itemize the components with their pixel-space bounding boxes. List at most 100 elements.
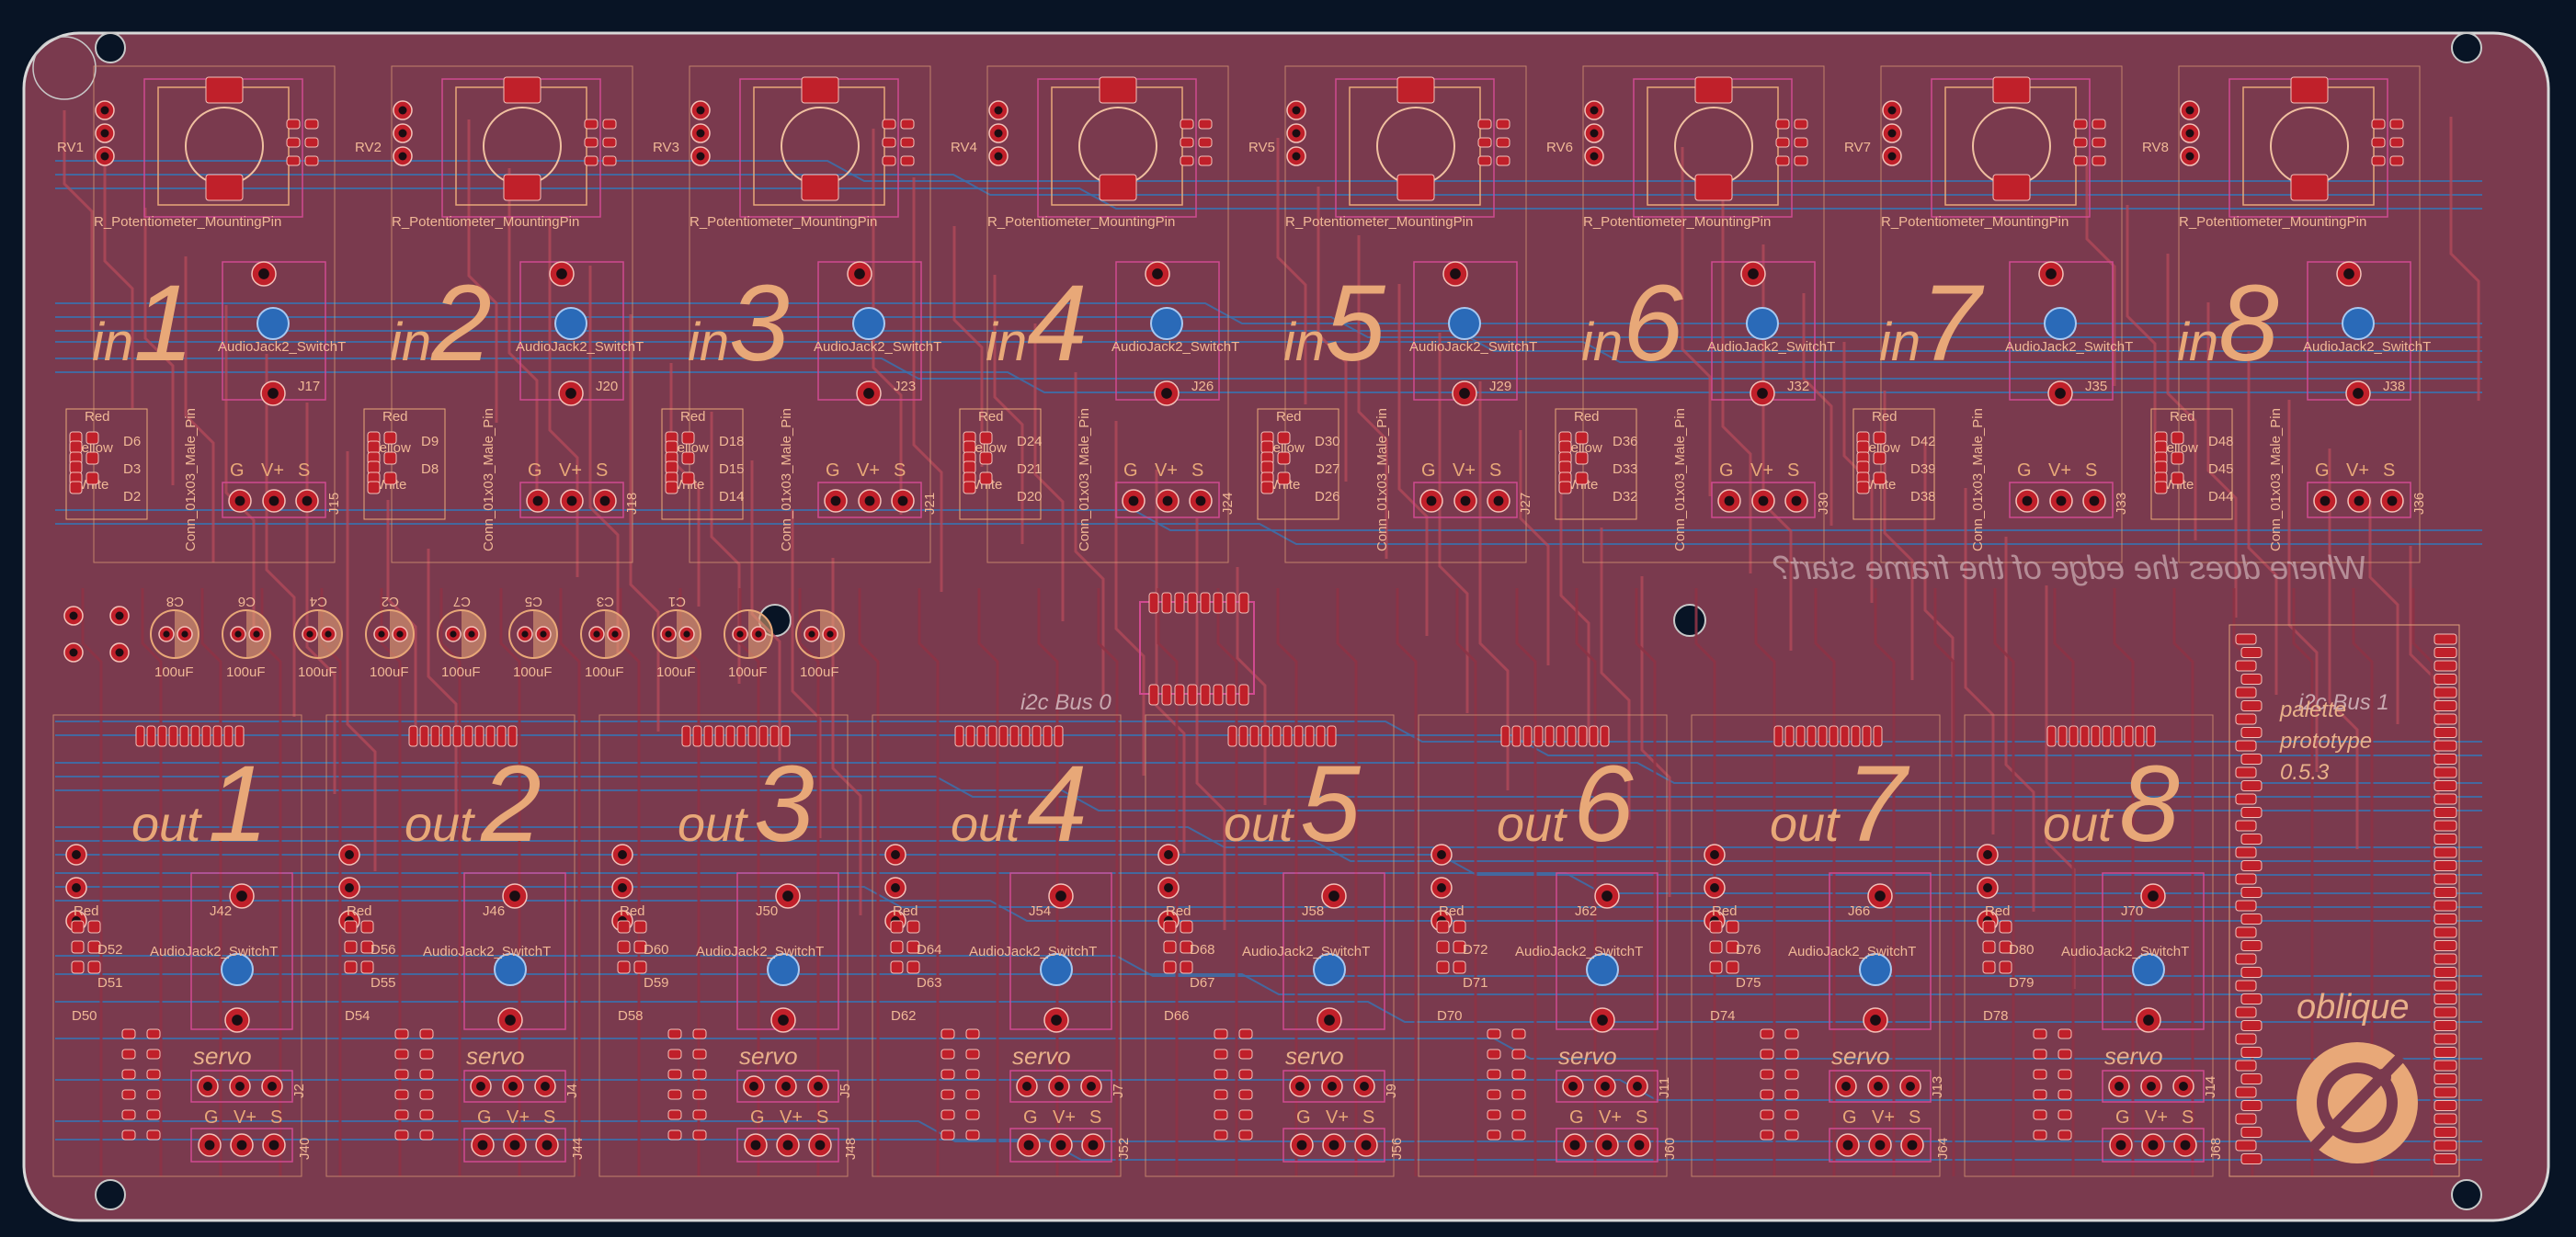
header-pin-vplus[interactable]: [1868, 1133, 1892, 1157]
header-pin-s[interactable]: [1627, 1133, 1651, 1157]
smd-pad[interactable]: [584, 137, 598, 148]
ic-pin[interactable]: [1271, 725, 1282, 747]
audio-jack[interactable]: [222, 261, 326, 406]
smd-pad[interactable]: [2371, 119, 2386, 130]
led-pad[interactable]: [1999, 920, 2012, 934]
ic-pin[interactable]: [1511, 725, 1522, 747]
servo-pin-2[interactable]: [229, 1075, 251, 1097]
smd-pad[interactable]: [394, 1028, 409, 1039]
header-pin[interactable]: [2240, 754, 2263, 765]
ic-pin[interactable]: [1187, 684, 1198, 706]
led-pad[interactable]: [1873, 431, 1886, 445]
jack-pin-tip[interactable]: [847, 261, 872, 287]
ic-pin[interactable]: [1556, 725, 1566, 747]
audio-jack[interactable]: [736, 872, 839, 1033]
smd-pad[interactable]: [146, 1028, 161, 1039]
pot-mount-pad-bottom[interactable]: [205, 174, 244, 201]
pot-mount-pad-bottom[interactable]: [1694, 174, 1733, 201]
header-pin-s[interactable]: [808, 1133, 832, 1157]
led-pad[interactable]: [979, 451, 993, 465]
led-pad[interactable]: [1436, 920, 1450, 934]
header-pin-s[interactable]: [295, 489, 319, 513]
led-indicator-block[interactable]: RedYellowWhiteD30D27D26: [1257, 408, 1340, 520]
smd-pad[interactable]: [1487, 1028, 1501, 1039]
smd-pad[interactable]: [304, 155, 319, 166]
led-pad[interactable]: [360, 960, 374, 974]
electrolytic-capacitor[interactable]: 100uF: [724, 609, 773, 680]
smd-pad[interactable]: [121, 1069, 136, 1080]
cap-pin-pos[interactable]: [660, 626, 677, 642]
pot-pin-3[interactable]: [95, 146, 115, 166]
smd-pad[interactable]: [121, 1089, 136, 1100]
cap-pin-neg[interactable]: [248, 626, 265, 642]
header-pin-s[interactable]: [1081, 1133, 1105, 1157]
smd-pad[interactable]: [2057, 1069, 2072, 1080]
header-pin[interactable]: [2434, 793, 2457, 805]
smd-pad[interactable]: [1760, 1069, 1774, 1080]
smd-pad[interactable]: [1238, 1109, 1253, 1120]
led-pad[interactable]: [681, 471, 695, 485]
led-pad[interactable]: [1180, 940, 1193, 954]
led-pad[interactable]: [2171, 471, 2184, 485]
jack-pin-sleeve[interactable]: [856, 380, 882, 406]
header-pin-vplus[interactable]: [1156, 489, 1180, 513]
smd-pad[interactable]: [1775, 119, 1790, 130]
power-pin[interactable]: [63, 606, 84, 626]
led-pad[interactable]: [1277, 451, 1291, 465]
header-pin[interactable]: [2240, 1100, 2263, 1111]
ic-pin[interactable]: [408, 725, 418, 747]
smd-pad[interactable]: [1511, 1028, 1526, 1039]
smd-pad[interactable]: [882, 137, 896, 148]
smd-pad[interactable]: [1511, 1089, 1526, 1100]
smd-pad[interactable]: [1238, 1028, 1253, 1039]
cap-pin-pos[interactable]: [588, 626, 605, 642]
smd-pad[interactable]: [2371, 137, 2386, 148]
pot-pin-2[interactable]: [1584, 123, 1604, 143]
ic-pin[interactable]: [430, 725, 440, 747]
smd-pad[interactable]: [900, 119, 915, 130]
led-pad[interactable]: [1260, 440, 1274, 454]
ic-pin[interactable]: [190, 725, 200, 747]
smd-pad[interactable]: [1180, 137, 1194, 148]
servo-pin-1[interactable]: [1016, 1075, 1038, 1097]
servo-pin-1[interactable]: [1835, 1075, 1857, 1097]
header-pin-vplus[interactable]: [2049, 489, 2073, 513]
jack-pin-tip[interactable]: [1867, 883, 1893, 909]
header-pin[interactable]: [2434, 980, 2457, 992]
header-pin[interactable]: [2434, 1127, 2457, 1138]
strip-pin[interactable]: [1157, 844, 1180, 866]
smd-pad[interactable]: [1214, 1129, 1228, 1141]
jack-pin-sleeve[interactable]: [1154, 380, 1180, 406]
smd-pad[interactable]: [394, 1109, 409, 1120]
pot-pin-1[interactable]: [1584, 100, 1604, 120]
strip-pin[interactable]: [65, 877, 87, 899]
smd-pad[interactable]: [667, 1129, 682, 1141]
audio-jack[interactable]: [1413, 261, 1518, 406]
smd-pad[interactable]: [1487, 1069, 1501, 1080]
led-pad[interactable]: [1999, 960, 2012, 974]
led-pad[interactable]: [979, 431, 993, 445]
pot-mount-pad-top[interactable]: [2290, 76, 2329, 104]
ic-pin[interactable]: [1238, 684, 1249, 706]
led-pad[interactable]: [1558, 440, 1572, 454]
ic-pin[interactable]: [496, 725, 507, 747]
strip-pin[interactable]: [1704, 877, 1726, 899]
led-pad[interactable]: [890, 920, 904, 934]
header-pin[interactable]: [2434, 674, 2457, 685]
ic-pin[interactable]: [781, 725, 791, 747]
pot-pin-2[interactable]: [1286, 123, 1306, 143]
led-indicator-block[interactable]: RedYellowWhiteD6D3D2: [65, 408, 148, 520]
cap-pin-pos[interactable]: [373, 626, 390, 642]
led-pad[interactable]: [681, 431, 695, 445]
cap-pin-neg[interactable]: [678, 626, 695, 642]
strip-pin[interactable]: [1430, 844, 1453, 866]
smd-pad[interactable]: [1760, 1109, 1774, 1120]
led-pad[interactable]: [87, 960, 101, 974]
header-pin[interactable]: [2240, 834, 2263, 845]
header-pin[interactable]: [2434, 834, 2457, 845]
led-pad[interactable]: [1180, 920, 1193, 934]
smd-pad[interactable]: [2073, 137, 2088, 148]
